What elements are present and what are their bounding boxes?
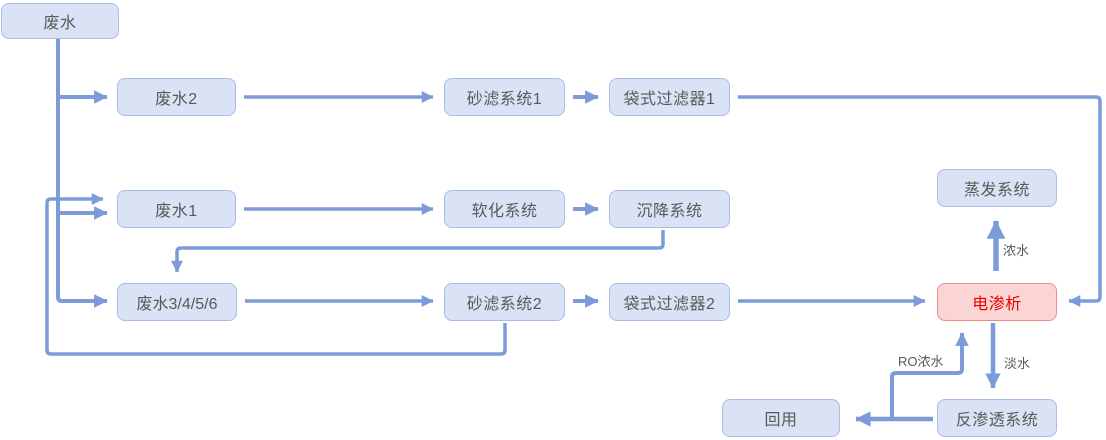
edge-label-concentrate: 浓水 <box>1003 243 1030 258</box>
node-bag-filter-2: 袋式过滤器2 <box>609 283 730 321</box>
edge-reverse-osmosis-to-electrodialysis-ro <box>890 332 969 419</box>
node-wastewater: 废水 <box>1 3 119 39</box>
edge-label-ro-concentrate: RO浓水 <box>898 354 944 369</box>
node-sand-filter-system-1: 砂滤系统1 <box>444 78 565 116</box>
node-sand-filter-system-2: 砂滤系统2 <box>444 283 565 321</box>
node-wastewater-3-4-5-6: 废水3/4/5/6 <box>117 283 237 321</box>
edge-sand-filter2-to-wastewater1-recycle <box>45 193 507 356</box>
edge-wastewater-to-wastewater3456 <box>56 39 108 308</box>
edge-settling-to-wastewater3456 <box>171 230 665 273</box>
node-electrodialysis: 电渗析 <box>937 283 1057 321</box>
node-softening-system: 软化系统 <box>444 190 565 228</box>
node-evaporation-system: 蒸发系统 <box>937 169 1057 207</box>
node-reverse-osmosis-system: 反渗透系统 <box>937 399 1057 437</box>
edge-bag-filter1-to-electrodialysis <box>738 95 1102 307</box>
edge-label-fresh-water: 淡水 <box>1004 356 1031 371</box>
node-wastewater-2: 废水2 <box>117 78 236 116</box>
node-wastewater-1: 废水1 <box>117 190 236 228</box>
node-settling-system: 沉降系统 <box>609 190 730 228</box>
node-reuse: 回用 <box>722 399 840 437</box>
node-bag-filter-1: 袋式过滤器1 <box>609 78 730 116</box>
